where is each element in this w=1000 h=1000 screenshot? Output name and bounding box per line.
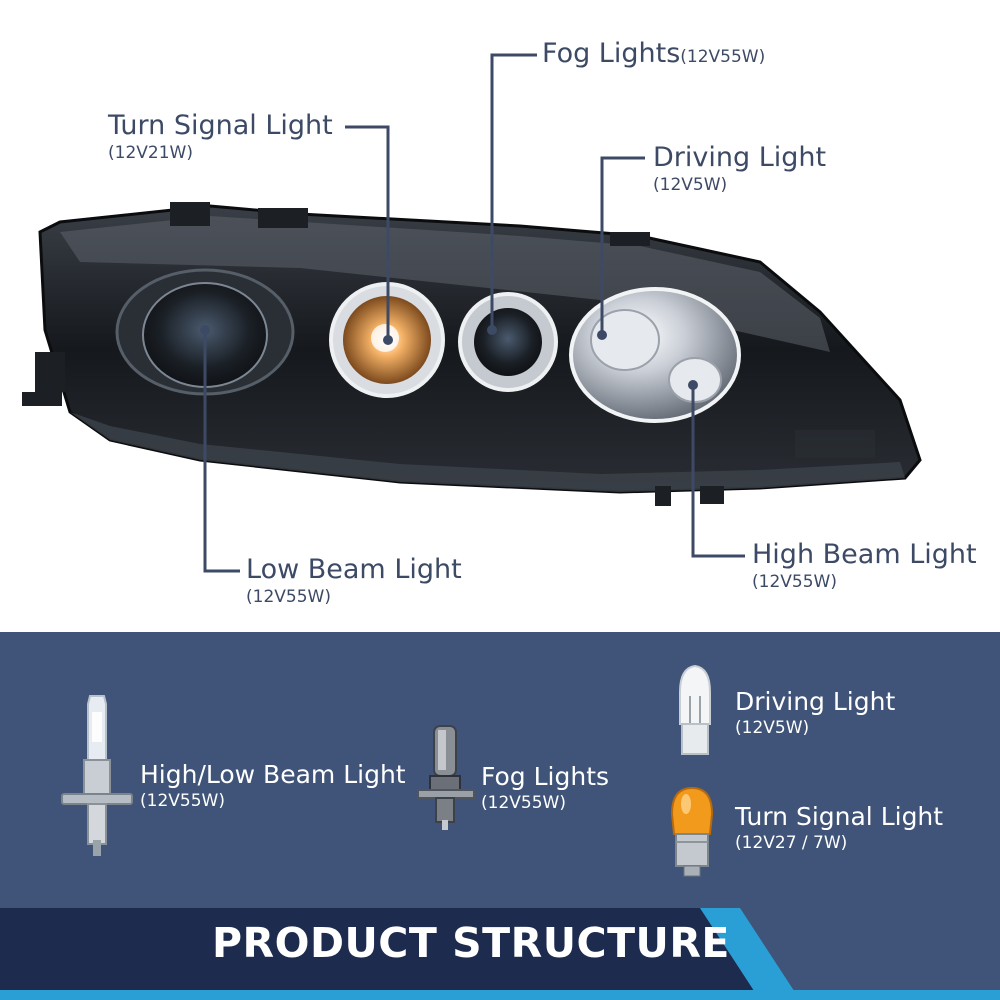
fog-lights-callout-spec: (12V55W) [680, 47, 766, 67]
high-beam-callout-spec: (12V55W) [752, 572, 837, 592]
low-beam-callout-label: Low Beam Light [246, 554, 462, 585]
driving-bulb-spec: (12V5W) [735, 718, 810, 738]
turn-signal-callout-label: Turn Signal Light [108, 110, 333, 141]
driving-bulb-name: Driving Light [735, 687, 896, 716]
amber-1157-bulb-icon [670, 786, 714, 877]
banner-background [0, 908, 1000, 1000]
high-low-beam-bulb-spec: (12V55W) [140, 791, 225, 811]
driving-light-callout-spec: (12V5W) [653, 175, 728, 195]
fog-bulb-label: Fog Lights (12V55W) [481, 762, 609, 814]
turn-signal-bulb-name: Turn Signal Light [735, 802, 944, 831]
headlamp-assembly-icon [22, 53, 922, 573]
banner-title: PRODUCT STRUCTURE [212, 919, 730, 967]
fog-lights-callout: Fog Lights(12V55W) [542, 38, 765, 70]
fog-bulb-name: Fog Lights [481, 762, 610, 791]
turn-signal-callout-spec: (12V21W) [108, 143, 193, 163]
driving-light-callout: Driving Light (12V5W) [653, 142, 826, 196]
turn-signal-callout: Turn Signal Light (12V21W) [108, 110, 333, 164]
t10-wedge-bulb-icon [679, 664, 711, 755]
driving-light-callout-label: Driving Light [653, 142, 827, 173]
fog-bulb-spec: (12V55W) [481, 793, 566, 813]
high-low-beam-bulb-label: High/Low Beam Light (12V55W) [140, 760, 406, 812]
fog-lights-callout-label: Fog Lights [542, 38, 681, 69]
turn-signal-bulb-label: Turn Signal Light (12V27 / 7W) [735, 802, 943, 854]
h3-halogen-bulb-icon [417, 725, 475, 830]
turn-signal-bulb-spec: (12V27 / 7W) [735, 833, 848, 853]
driving-bulb-label: Driving Light (12V5W) [735, 687, 895, 739]
low-beam-callout-spec: (12V55W) [246, 587, 331, 607]
high-beam-callout-label: High Beam Light [752, 539, 977, 570]
headlamp-diagram-area: Fog Lights(12V55W) Turn Signal Light (12… [22, 38, 977, 608]
high-low-beam-bulb-name: High/Low Beam Light [140, 760, 406, 789]
low-beam-callout: Low Beam Light (12V55W) [246, 554, 462, 608]
h1-halogen-bulb-icon [61, 695, 133, 856]
high-beam-callout: High Beam Light (12V55W) [752, 539, 977, 593]
